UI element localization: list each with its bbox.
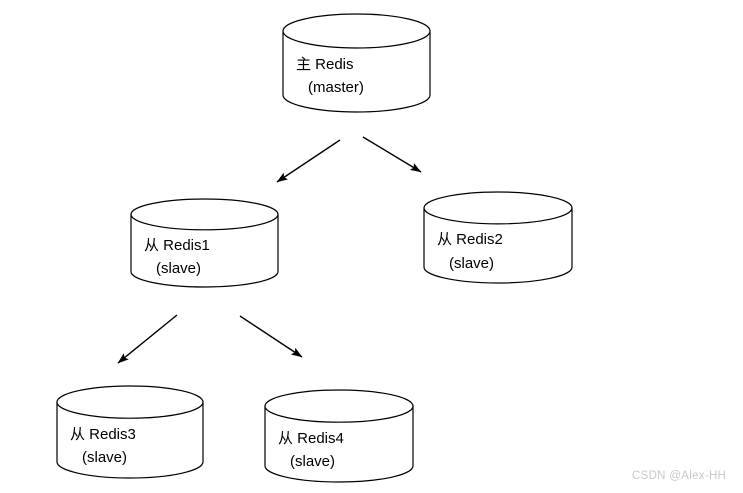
node-master[interactable] <box>282 13 431 113</box>
cylinder-top <box>423 191 573 225</box>
cylinder-body <box>423 207 573 284</box>
edge-slave1-to-slave4 <box>239 315 303 358</box>
cylinder-top <box>264 389 414 423</box>
cylinder-top <box>56 385 204 419</box>
cylinder-top <box>282 13 431 49</box>
edge-master-to-slave2 <box>362 136 422 173</box>
node-slave1[interactable] <box>130 198 279 288</box>
edges-layer <box>117 136 422 364</box>
cylinder-body <box>56 401 204 479</box>
nodes-layer <box>56 13 573 483</box>
node-slave3[interactable] <box>56 385 204 479</box>
cylinder-body <box>264 405 414 483</box>
edge-slave1-to-slave3 <box>117 314 178 364</box>
cylinder-body <box>282 30 431 113</box>
node-slave2[interactable] <box>423 191 573 284</box>
watermark-text: CSDN @Alex-HH <box>632 470 727 482</box>
cylinder-body <box>130 213 279 288</box>
node-slave4[interactable] <box>264 389 414 483</box>
edge-master-to-slave1 <box>276 139 341 183</box>
cylinder-top <box>130 198 279 231</box>
